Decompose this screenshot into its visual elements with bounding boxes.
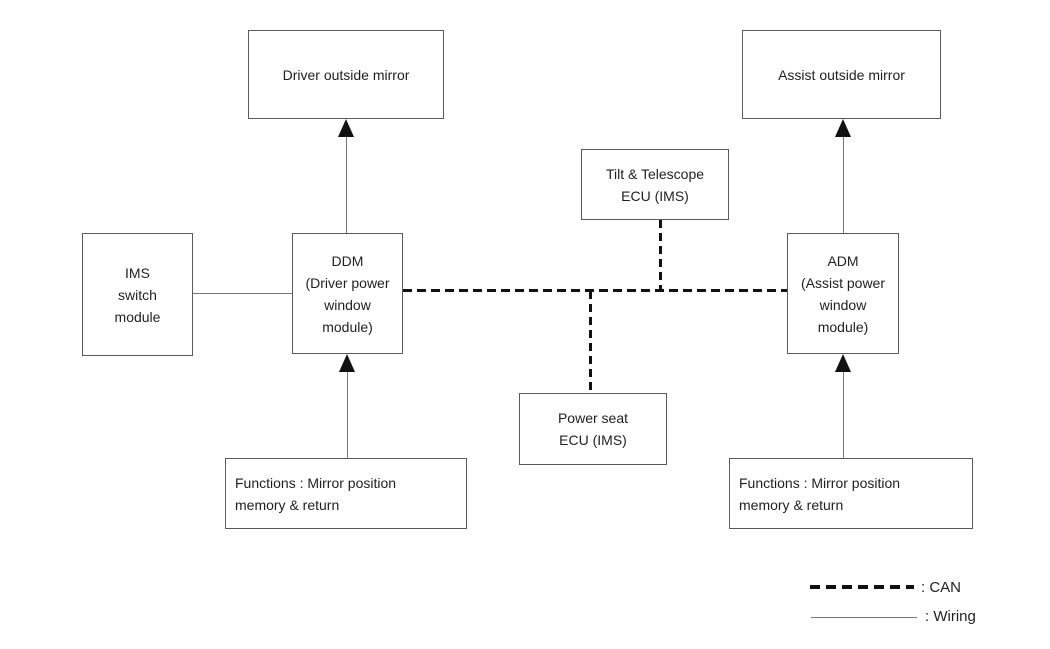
box-adm-label-line3: window xyxy=(819,296,867,313)
wire-adm-to-assist-mirror xyxy=(843,137,844,233)
box-driver-outside-mirror-label: Driver outside mirror xyxy=(282,66,410,83)
box-ddm-label-line3: window xyxy=(324,296,371,313)
arrowhead-adm-icon xyxy=(835,354,851,372)
can-bus-ddm-to-adm xyxy=(403,289,787,292)
box-functions-assist: Functions : Mirror position memory & ret… xyxy=(729,458,973,529)
legend-can-line-sample-icon xyxy=(810,585,914,589)
arrowhead-assist-mirror-icon xyxy=(835,119,851,137)
wire-functions-driver-to-ddm xyxy=(347,372,348,458)
box-tilt-telescope-ecu-label-line1: Tilt & Telescope xyxy=(605,165,705,182)
legend-wiring-line-sample-icon xyxy=(811,617,917,618)
box-functions-driver: Functions : Mirror position memory & ret… xyxy=(225,458,467,529)
box-ddm-label-line2: (Driver power xyxy=(305,274,390,291)
arrowhead-driver-mirror-icon xyxy=(338,119,354,137)
legend-can-label: : CAN xyxy=(921,579,962,596)
box-ims-switch-module-label-line3: module xyxy=(114,308,161,325)
box-adm-label-line2: (Assist power xyxy=(800,274,886,291)
box-power-seat-ecu-label-line1: Power seat xyxy=(557,410,629,426)
box-ims-switch-module-label-line1: IMS xyxy=(125,264,150,281)
box-tilt-telescope-ecu: Tilt & Telescope ECU (IMS) xyxy=(581,149,729,220)
box-driver-outside-mirror: Driver outside mirror xyxy=(248,30,444,119)
box-ims-switch-module-label-line2: switch xyxy=(118,286,157,303)
wire-ddm-to-driver-mirror xyxy=(346,137,347,233)
box-tilt-telescope-ecu-label-line2: ECU (IMS) xyxy=(621,187,689,204)
can-bus-power-seat-drop xyxy=(589,291,592,393)
box-functions-assist-label-line1: Functions : Mirror position xyxy=(739,474,901,491)
box-functions-driver-label-line1: Functions : Mirror position xyxy=(235,474,397,491)
box-assist-outside-mirror: Assist outside mirror xyxy=(742,30,941,119)
legend-wiring-label: : Wiring xyxy=(925,608,976,625)
box-functions-assist-label-line2: memory & return xyxy=(739,496,844,513)
box-assist-outside-mirror-label: Assist outside mirror xyxy=(778,66,905,83)
wire-ims-switch-to-ddm xyxy=(193,293,292,294)
wire-functions-assist-to-adm xyxy=(843,372,844,458)
box-power-seat-ecu-label-line2: ECU (IMS) xyxy=(559,432,627,448)
box-adm-label-line4: module) xyxy=(817,318,869,335)
can-bus-tilt-telescope-drop xyxy=(659,220,662,290)
box-power-seat-ecu: Power seat ECU (IMS) xyxy=(519,393,667,465)
box-adm-label-line1: ADM xyxy=(827,252,859,269)
box-adm: ADM (Assist power window module) xyxy=(787,233,899,354)
box-ddm-label-line1: DDM xyxy=(331,252,364,269)
box-functions-driver-label-line2: memory & return xyxy=(235,496,340,513)
arrowhead-ddm-icon xyxy=(339,354,355,372)
box-ddm: DDM (Driver power window module) xyxy=(292,233,403,354)
box-ddm-label-line4: module) xyxy=(322,318,373,335)
box-ims-switch-module: IMS switch module xyxy=(82,233,193,356)
